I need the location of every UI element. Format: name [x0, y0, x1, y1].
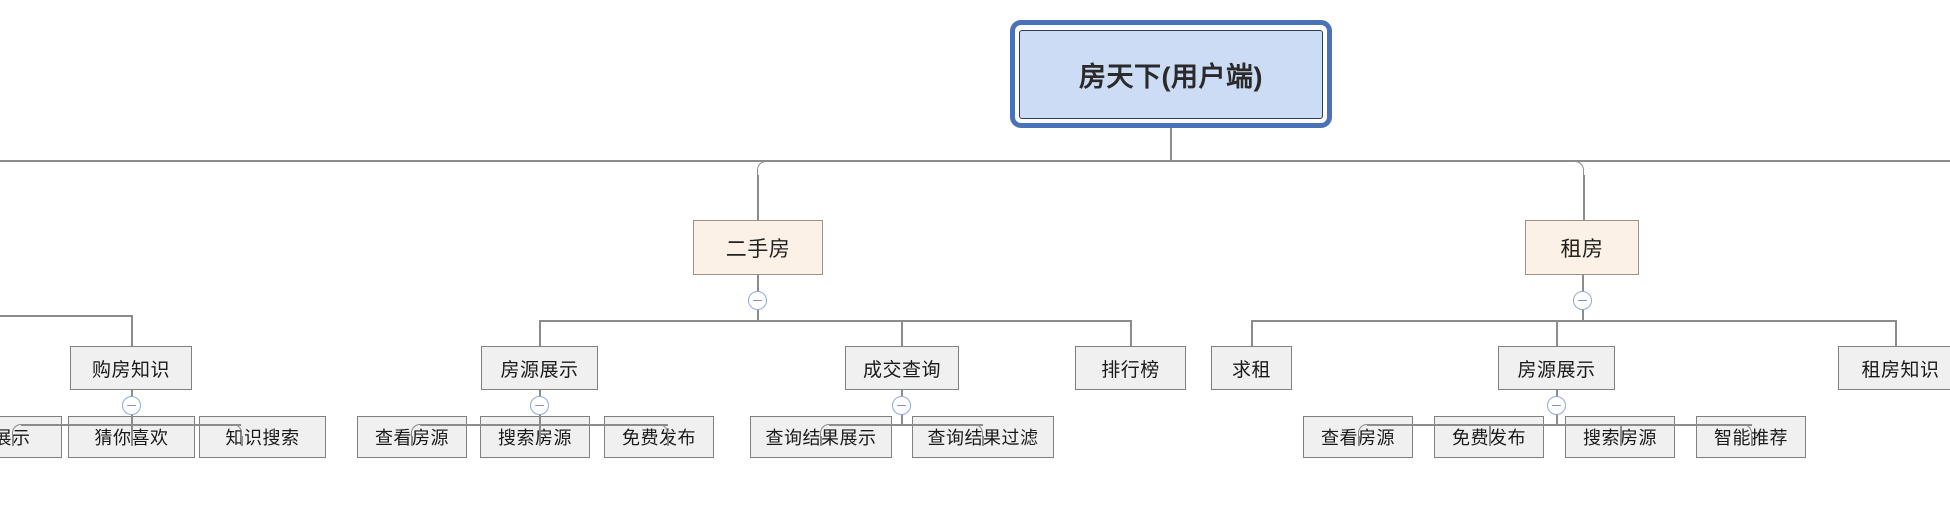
node-zufangzhishi-label: 租房知识	[1861, 359, 1940, 381]
level3-stem-fangyuanzhanshi-1	[539, 320, 541, 346]
leaf-stem-sousuofangyuan1	[539, 424, 541, 446]
level3-bus-zufang	[1251, 320, 1896, 322]
leaf-stem-zhishisousuo	[241, 436, 243, 446]
leaf-stem-zhinengtuijian	[1751, 436, 1753, 446]
stem-fangyuanzhanshi2-b	[1556, 414, 1558, 425]
connector-elbow-goufangzhishi	[0, 315, 30, 346]
leaf-node-zhishisousuo-label: 知识搜索	[225, 428, 300, 448]
node-fangyuanzhanshi-zufang-label: 房源展示	[1517, 359, 1596, 381]
leaf-node-zhanshi[interactable]: 展示	[0, 416, 62, 458]
connector-stem-zufang	[1583, 175, 1585, 220]
node-paihangbang-label: 排行榜	[1101, 359, 1160, 381]
node-qiuzu[interactable]: 求租	[1211, 346, 1292, 390]
connector-stem-ershoufang-down2	[757, 309, 759, 321]
connector-stem-zufang-down	[1582, 275, 1584, 292]
leaf-node-chakanfangyuan-zufang-label: 查看房源	[1321, 424, 1395, 450]
leaf-node-mianfeifabu-ershoufang-label: 免费发布	[622, 428, 696, 448]
minus-icon	[535, 404, 544, 407]
leaf-stem-zhanshi	[12, 436, 14, 446]
root-selection-halo	[1010, 20, 1332, 128]
level2-connector-bus	[0, 160, 1950, 162]
category-node-ershoufang[interactable]: 二手房	[693, 220, 823, 275]
level3-bus-goufangzhishi	[0, 315, 132, 317]
root-node-label: 房天下(用户端)	[1079, 62, 1263, 92]
connector-stem-ershoufang-down	[757, 275, 759, 292]
node-zufangzhishi[interactable]: 租房知识	[1838, 346, 1950, 390]
leaf-bus-chengjiaochaxun	[829, 424, 983, 426]
leaf-stem-chaxunjieguozhanshi	[820, 436, 822, 446]
node-qiuzu-label: 求租	[1231, 359, 1271, 381]
leaf-stem-chakanfangyuan2	[1358, 436, 1360, 446]
collapse-toggle-fangyuanzhanshi-zufang[interactable]	[1547, 396, 1566, 415]
leaf-stem-sousuofangyuan2	[1620, 424, 1622, 446]
collapse-toggle-fangyuanzhanshi-ershoufang[interactable]	[530, 396, 549, 415]
level3-stem-paihangbang	[1130, 320, 1132, 346]
level3-stem-chengjiaochaxun	[901, 320, 903, 346]
stem-fangyuanzhanshi1-b	[539, 414, 541, 425]
node-fangyuanzhanshi-zufang[interactable]: 房源展示	[1498, 346, 1615, 390]
category-node-zufang[interactable]: 租房	[1525, 220, 1639, 275]
leaf-node-sousuofangyuan-ershoufang-label: 搜索房源	[498, 428, 572, 448]
stem-fangyuanzhanshi1-a	[539, 390, 541, 397]
node-goufangzhishi[interactable]: 购房知识	[70, 346, 192, 390]
leaf-elbow-chaxunjieguozhanshi	[820, 424, 850, 446]
category-node-zufang-label: 租房	[1560, 237, 1604, 261]
node-fangyuanzhanshi-ershoufang-label: 房源展示	[500, 359, 579, 381]
leaf-elbow-mianfeifabu1	[642, 424, 668, 446]
leaf-elbow-chaxunjieguoguolv	[957, 424, 983, 446]
connector-elbow-ershoufang	[757, 161, 782, 183]
stem-fangyuanzhanshi2-a	[1556, 390, 1558, 397]
stem-chengjiaochaxun-b	[901, 414, 903, 425]
minus-icon	[1578, 299, 1587, 302]
stem-goufangzhishi-a	[131, 390, 133, 397]
minus-icon	[1552, 404, 1561, 407]
collapse-toggle-chengjiaochaxun[interactable]	[892, 396, 911, 415]
leaf-bus-fangyuanzhanshi1	[420, 424, 668, 426]
leaf-stem-chakanfangyuan1	[411, 436, 413, 446]
leaf-node-chakanfangyuan-zufang[interactable]: 查看房源	[1303, 416, 1413, 458]
node-paihangbang[interactable]: 排行榜	[1075, 346, 1186, 390]
leaf-node-sousuofangyuan-ershoufang[interactable]: 搜索房源	[480, 416, 590, 458]
leaf-elbow-zhinengtuijian	[1726, 424, 1752, 446]
leaf-node-mianfeifabu-zufang-label: 免费发布	[1452, 424, 1526, 450]
collapse-toggle-ershoufang[interactable]	[748, 291, 767, 310]
leaf-stem-chaxunjieguoguolv	[982, 436, 984, 446]
level3-stem-zufangzhishi	[1895, 320, 1897, 346]
leaf-node-sousuofangyuan-zufang-label: 搜索房源	[1583, 424, 1657, 450]
leaf-elbow-chakanfangyuan1	[411, 424, 441, 446]
level3-stem-qiuzu	[1251, 320, 1253, 346]
node-goufangzhishi-label: 购房知识	[91, 359, 170, 381]
leaf-stem-mianfeifabu1	[667, 436, 669, 446]
node-chengjiaochaxun-label: 成交查询	[862, 359, 941, 381]
leaf-elbow-chakanfangyuan2	[1358, 424, 1388, 446]
leaf-node-chaxunjieguoguolv[interactable]: 查询结果过滤	[912, 416, 1054, 458]
leaf-node-zhishisousuo[interactable]: 知识搜索	[199, 416, 326, 458]
minus-icon	[753, 299, 762, 302]
level3-stem-fangyuanzhanshi-2	[1556, 320, 1558, 346]
level3-stem-goufangzhishi	[131, 315, 133, 346]
root-stem	[1170, 128, 1172, 161]
leaf-bus-fangyuanzhanshi2	[1367, 424, 1752, 426]
node-chengjiaochaxun[interactable]: 成交查询	[845, 346, 959, 390]
category-node-ershoufang-label: 二手房	[725, 237, 791, 261]
level3-bus-ershoufang	[539, 320, 1131, 322]
minus-icon	[127, 404, 136, 407]
minus-icon	[897, 404, 906, 407]
collapse-toggle-zufang[interactable]	[1573, 291, 1592, 310]
node-fangyuanzhanshi-ershoufang[interactable]: 房源展示	[481, 346, 598, 390]
leaf-stem-mianfeifabu2	[1489, 424, 1491, 446]
leaf-elbow-zhishisousuo	[216, 424, 242, 446]
connector-stem-zufang-down2	[1582, 309, 1584, 321]
stem-goufangzhishi-b	[131, 414, 133, 425]
leaf-stem-cainixihuan	[131, 424, 133, 446]
stem-chengjiaochaxun-a	[901, 390, 903, 397]
connector-stem-ershoufang	[757, 175, 759, 220]
connector-elbow-zufang	[1559, 161, 1584, 183]
root-node-fangtianxia[interactable]: 房天下(用户端)	[1019, 30, 1323, 119]
leaf-elbow-zhanshi	[12, 424, 42, 446]
collapse-toggle-goufangzhishi[interactable]	[122, 396, 141, 415]
